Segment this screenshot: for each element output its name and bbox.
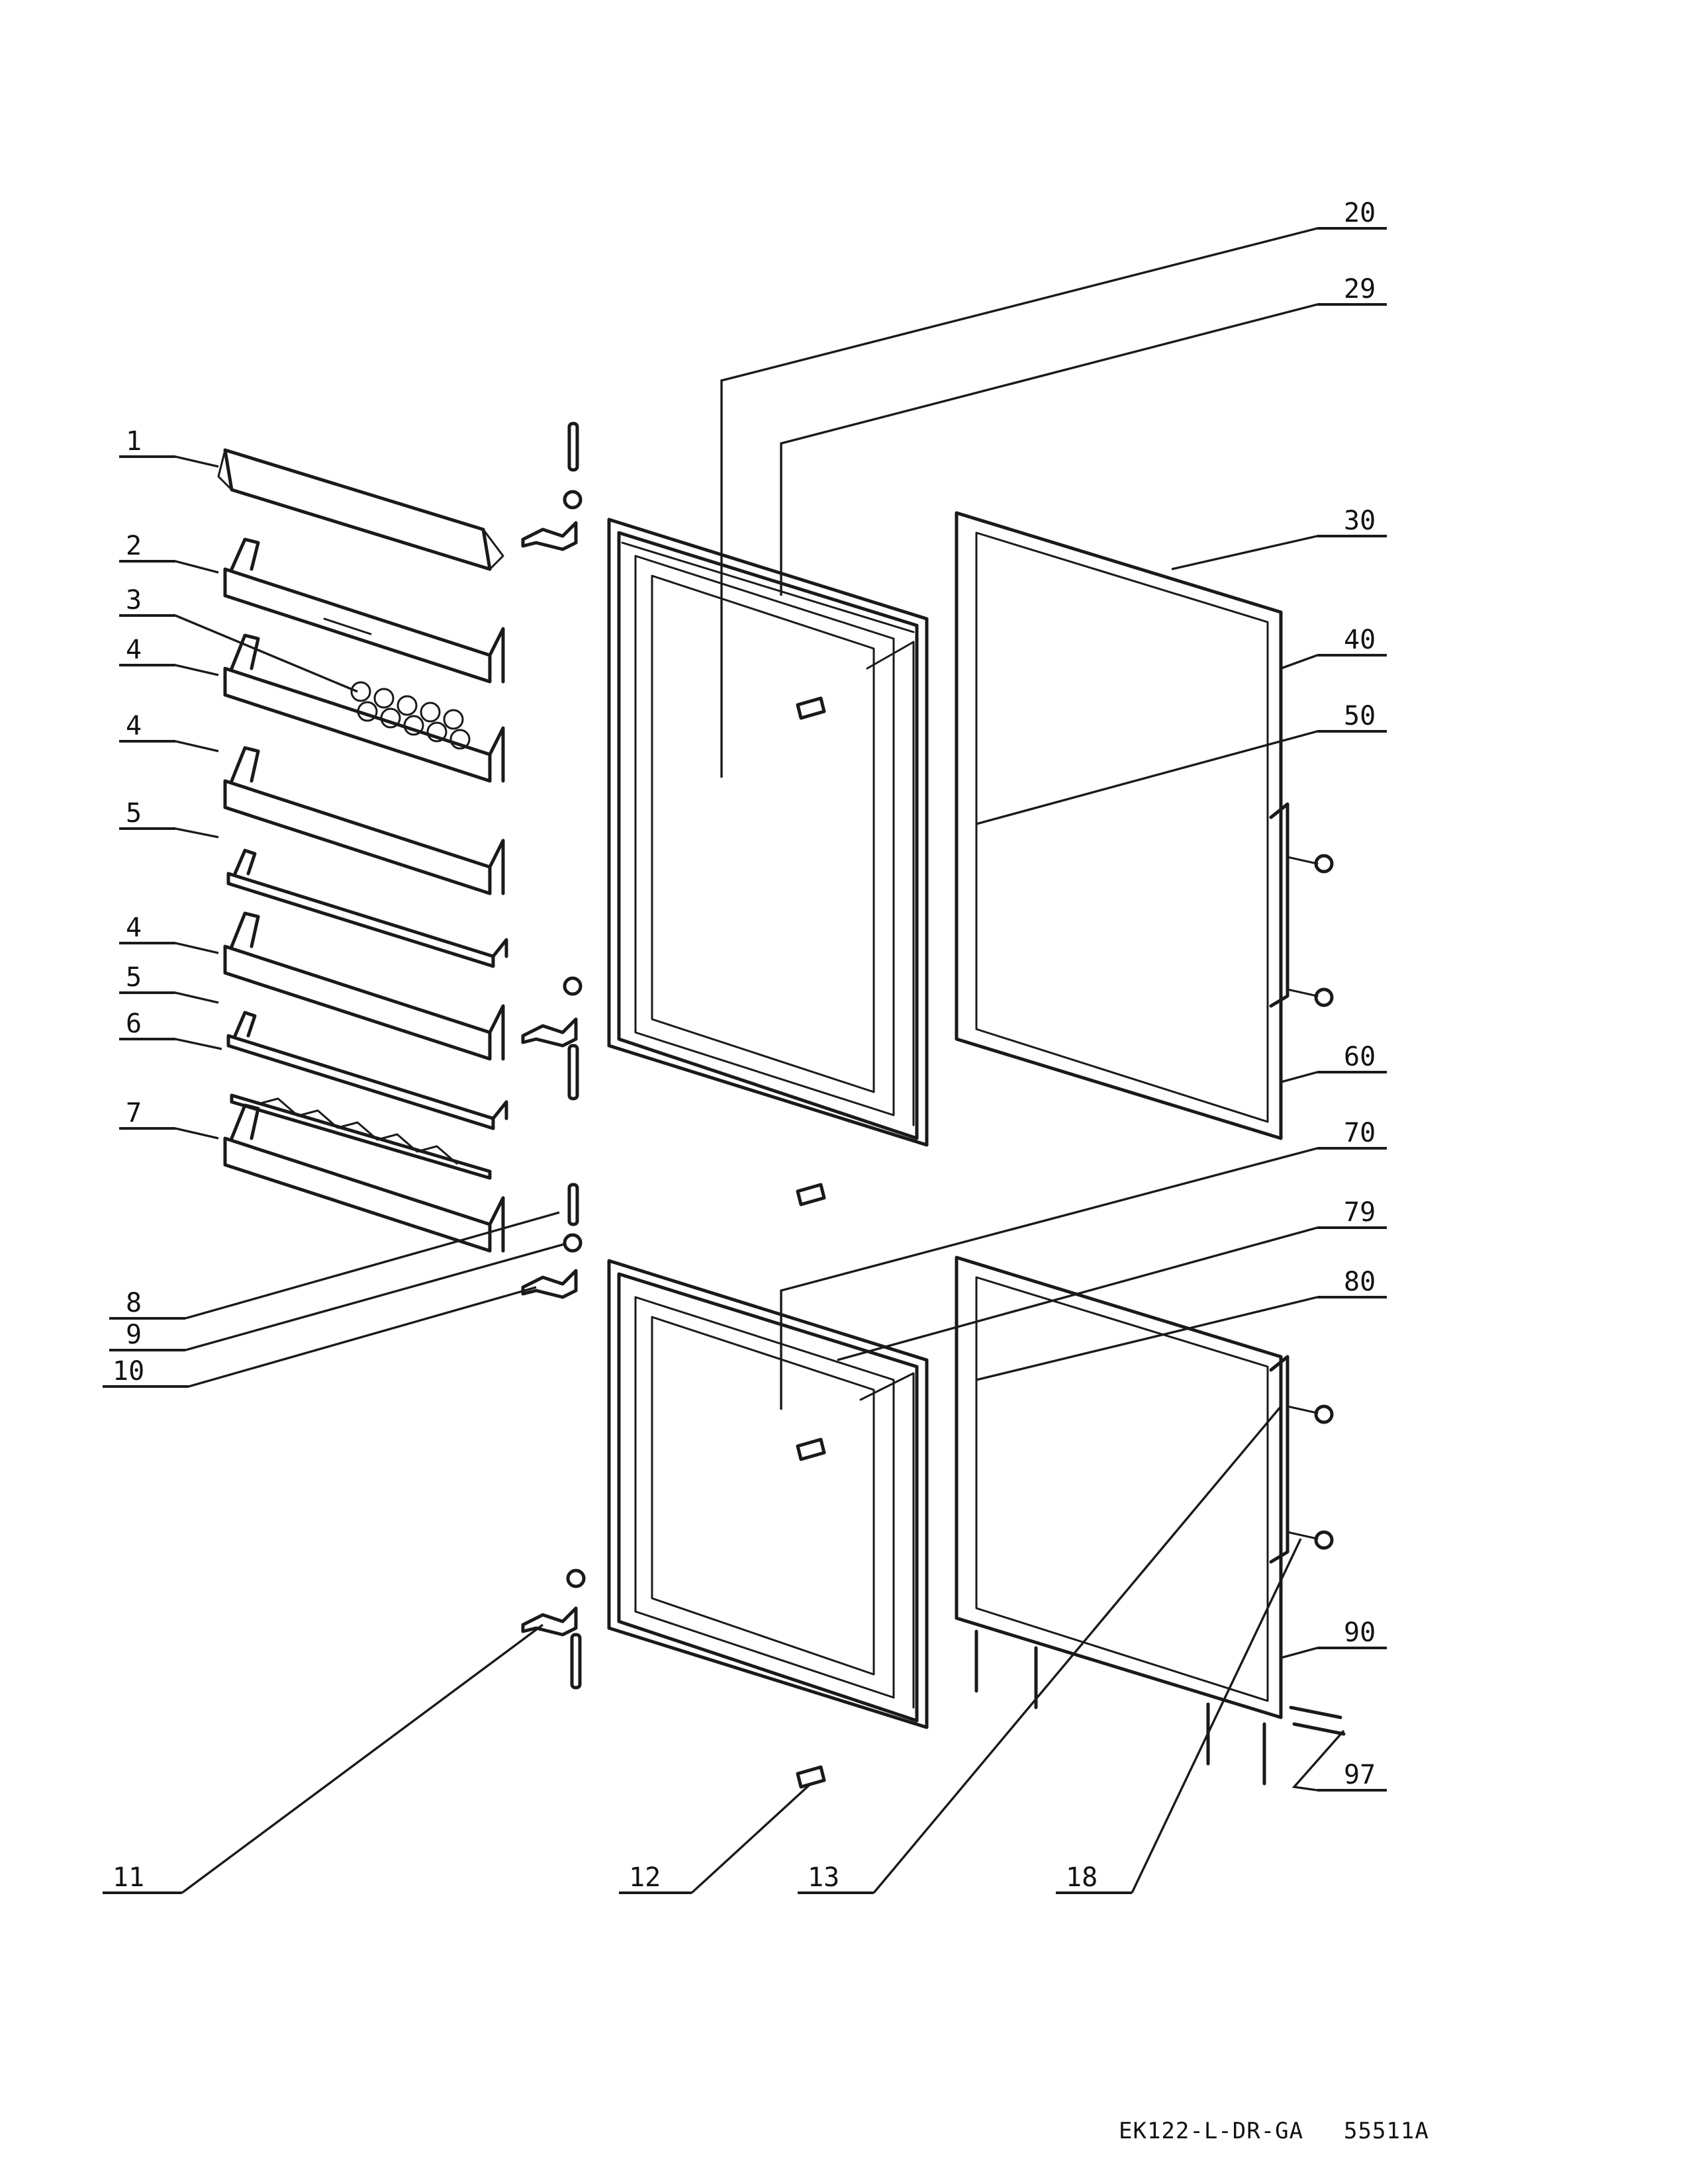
callout-29: 29 (780, 274, 1387, 596)
callout-9: 9 (109, 1243, 565, 1351)
callout-60: 60 (1280, 1042, 1387, 1083)
callout-4b: 4 (119, 711, 219, 752)
hinge-pin-8 (567, 1183, 579, 1226)
screws-97 (974, 1629, 1346, 1786)
door-bin-7 (223, 1103, 505, 1253)
callout-4a: 4 (119, 635, 219, 676)
egg-tray-3 (350, 681, 471, 750)
lower-door-gasket-79 (859, 1372, 915, 1709)
callout-90: 90 (1280, 1617, 1387, 1659)
callout-97: 97 (1291, 1729, 1387, 1792)
callout-7: 7 (119, 1098, 219, 1140)
svg-text:1: 1 (126, 426, 142, 457)
drawing-revision: 55511A (1344, 2118, 1429, 2144)
bottle-guard-5-upper (226, 848, 508, 968)
svg-text:40: 40 (1344, 625, 1376, 655)
svg-text:20: 20 (1344, 198, 1376, 228)
door-bin-cover-1 (217, 448, 504, 571)
callout-11: 11 (103, 1623, 544, 1894)
svg-text:70: 70 (1344, 1118, 1376, 1148)
svg-text:8: 8 (126, 1288, 142, 1318)
callout-40: 40 (1280, 625, 1387, 670)
svg-text:4: 4 (126, 711, 142, 741)
callout-70: 70 (780, 1118, 1387, 1410)
svg-text:4: 4 (126, 913, 142, 943)
callout-79: 79 (837, 1197, 1387, 1361)
svg-text:4: 4 (126, 635, 142, 665)
bushing-9 (563, 1233, 583, 1253)
callout-10: 10 (103, 1286, 537, 1388)
callout-20: 20 (720, 198, 1387, 778)
callout-30: 30 (1171, 506, 1387, 570)
callout-3: 3 (119, 585, 358, 693)
callout-18: 18 (1056, 1538, 1302, 1894)
door-bin-2 (223, 537, 505, 684)
svg-text:79: 79 (1344, 1197, 1376, 1228)
svg-text:7: 7 (126, 1098, 142, 1128)
callout-2: 2 (119, 531, 219, 574)
callout-5b: 5 (119, 962, 219, 1004)
svg-text:6: 6 (126, 1009, 142, 1039)
callout-5a: 5 (119, 798, 219, 839)
upper-panel-frame-30 (955, 511, 1283, 1140)
lower-door-bottom-clip-12 (796, 1765, 826, 1789)
lower-panel-frame-80 (955, 1255, 1283, 1719)
lower-door-handle-clip (796, 1437, 826, 1461)
svg-text:60: 60 (1344, 1042, 1376, 1072)
svg-text:3: 3 (126, 585, 142, 615)
callout-8: 8 (109, 1211, 560, 1320)
svg-text:5: 5 (126, 962, 142, 993)
svg-text:11: 11 (113, 1862, 144, 1893)
bottle-holder-6 (230, 1093, 492, 1180)
lower-panel-handle-90 (1269, 1355, 1334, 1564)
svg-text:18: 18 (1066, 1862, 1098, 1893)
svg-text:80: 80 (1344, 1267, 1376, 1297)
upper-panel-handle-60 (1269, 802, 1334, 1008)
svg-text:5: 5 (126, 798, 142, 829)
callout-12: 12 (619, 1782, 812, 1894)
svg-text:9: 9 (126, 1320, 142, 1350)
upper-door-bottom-clip (796, 1183, 826, 1206)
upper-door-20 (607, 518, 929, 1147)
door-bin-4-second (223, 746, 505, 895)
svg-text:2: 2 (126, 531, 142, 561)
hinge-middle (521, 976, 583, 1101)
hinge-pin-upper (567, 422, 579, 472)
svg-text:10: 10 (113, 1356, 144, 1387)
callout-13: 13 (798, 1405, 1282, 1894)
svg-text:30: 30 (1344, 506, 1376, 536)
callout-1: 1 (119, 426, 219, 468)
svg-text:13: 13 (808, 1862, 839, 1893)
callout-50: 50 (976, 701, 1387, 825)
door-bin-4-third (223, 911, 505, 1061)
callout-4c: 4 (119, 913, 219, 954)
bottle-guard-5-lower (226, 1011, 508, 1130)
callout-6: 6 (119, 1009, 222, 1050)
svg-text:97: 97 (1344, 1760, 1376, 1790)
svg-text:29: 29 (1344, 274, 1376, 304)
upper-door-gasket-29 (621, 541, 915, 1126)
drawing-code: EK122-L-DR-GA (1119, 2118, 1304, 2144)
callout-80: 80 (976, 1267, 1387, 1381)
upper-door-handle-clip (796, 696, 826, 720)
hinge-upper (521, 490, 583, 551)
door-bin-4-with-egg-tray-3 (223, 633, 505, 783)
hinge-10 (521, 1269, 578, 1299)
svg-text:12: 12 (629, 1862, 661, 1893)
hinge-11 (521, 1569, 586, 1690)
svg-text:50: 50 (1344, 701, 1376, 731)
lower-door-70 (607, 1259, 929, 1729)
svg-text:90: 90 (1344, 1617, 1376, 1648)
